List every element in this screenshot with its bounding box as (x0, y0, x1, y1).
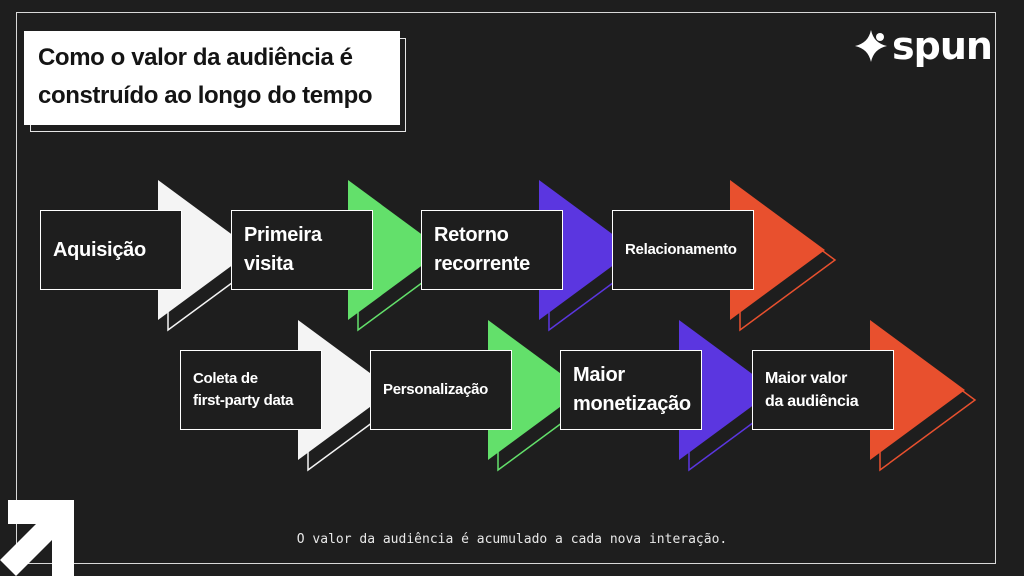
step-box-3: Retorno recorrente (421, 210, 563, 290)
brand-logo: spun (854, 26, 1000, 66)
step-box-6: Personalização (370, 350, 512, 430)
step-label: Coleta de first-party data (193, 370, 294, 409)
step-arrow (679, 320, 774, 460)
footnote: O valor da audiência é acumulado a cada … (296, 532, 728, 547)
step-box-1: Aquisição (40, 210, 182, 290)
step-label: Maior valor da audiência (765, 369, 859, 410)
step-box-5: Coleta de first-party data (180, 350, 322, 430)
step-label: Relacionamento (625, 241, 737, 259)
step-label: Personalização (383, 381, 489, 399)
title-line-1: Como o valor da audiência é (38, 44, 353, 71)
title-line-2: construído ao longo do tempo (38, 82, 373, 109)
step-label: Primeira visita (244, 224, 322, 275)
step-box-2: Primeira visita (231, 210, 373, 290)
step-label: Retorno recorrente (434, 224, 530, 275)
brand-name: spun (892, 24, 993, 68)
step-box-4: Relacionamento (612, 210, 754, 290)
outer-frame (16, 12, 996, 564)
step-box-7: Maior monetização (560, 350, 702, 430)
step-box-8: Maior valor da audiência (752, 350, 894, 430)
step-label: Aquisição (53, 238, 146, 261)
diagonal-arrow-icon (0, 500, 74, 576)
step-label: Maior monetização (573, 364, 691, 415)
sparkle-icon (855, 30, 887, 62)
page-title: Como o valor da audiência é construído a… (24, 31, 400, 125)
